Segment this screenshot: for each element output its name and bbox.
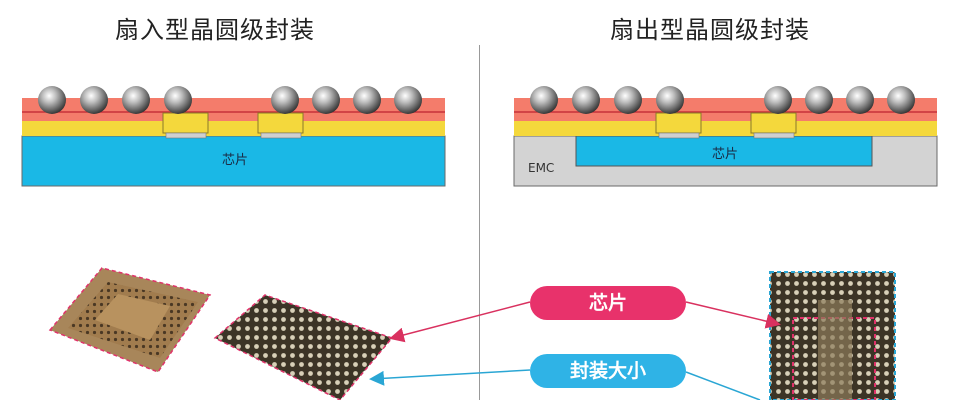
solder-ball xyxy=(764,86,792,114)
pad-base xyxy=(658,132,700,139)
center-divider xyxy=(479,45,480,400)
pad-layer xyxy=(22,121,445,136)
fan-out-title: 扇出型晶圆级封装 xyxy=(610,16,810,44)
package-size-callout: 封装大小 xyxy=(530,354,686,388)
chip-arrow-right xyxy=(685,301,781,329)
pad-base xyxy=(753,132,795,139)
emc-label: EMC xyxy=(528,161,554,175)
chip-callout: 芯片 xyxy=(530,286,686,320)
chip-photo-core xyxy=(818,300,852,400)
pad-layer xyxy=(514,121,937,136)
chip-label-right: 芯片 xyxy=(712,147,738,162)
bond-pad xyxy=(257,112,304,134)
bond-pad xyxy=(655,112,702,134)
chip-die-outline xyxy=(792,317,876,400)
solder-ball xyxy=(394,86,422,114)
fan-out-cross-section: 芯片 EMC xyxy=(513,86,938,187)
pad-base xyxy=(260,132,302,139)
solder-ball xyxy=(805,86,833,114)
chip-arrow-left xyxy=(389,301,531,343)
pad-base xyxy=(165,132,207,139)
solder-ball xyxy=(887,86,915,114)
fan-in-title: 扇入型晶圆级封装 xyxy=(115,16,315,44)
solder-ball xyxy=(312,86,340,114)
solder-ball xyxy=(846,86,874,114)
solder-ball xyxy=(271,86,299,114)
solder-ball xyxy=(353,86,381,114)
solder-ball xyxy=(164,86,192,114)
solder-ball xyxy=(122,86,150,114)
size-arrow-left xyxy=(369,369,531,386)
chip-photo-outline xyxy=(213,294,394,400)
solder-ball xyxy=(80,86,108,114)
solder-ball xyxy=(656,86,684,114)
solder-ball xyxy=(572,86,600,114)
chip-photo-core xyxy=(95,294,170,340)
chip-label-left: 芯片 xyxy=(222,153,248,168)
solder-ball xyxy=(38,86,66,114)
fan-in-cross-section: 芯片 xyxy=(21,86,446,187)
bond-pad xyxy=(750,112,797,134)
solder-ball xyxy=(614,86,642,114)
fan-in-chip-photo-1 xyxy=(48,267,212,373)
size-arrow-right xyxy=(685,371,761,400)
fan-out-chip-photo xyxy=(769,271,896,400)
bond-pad xyxy=(162,112,209,134)
fan-in-chip-photo-2 xyxy=(213,294,394,400)
solder-ball xyxy=(530,86,558,114)
